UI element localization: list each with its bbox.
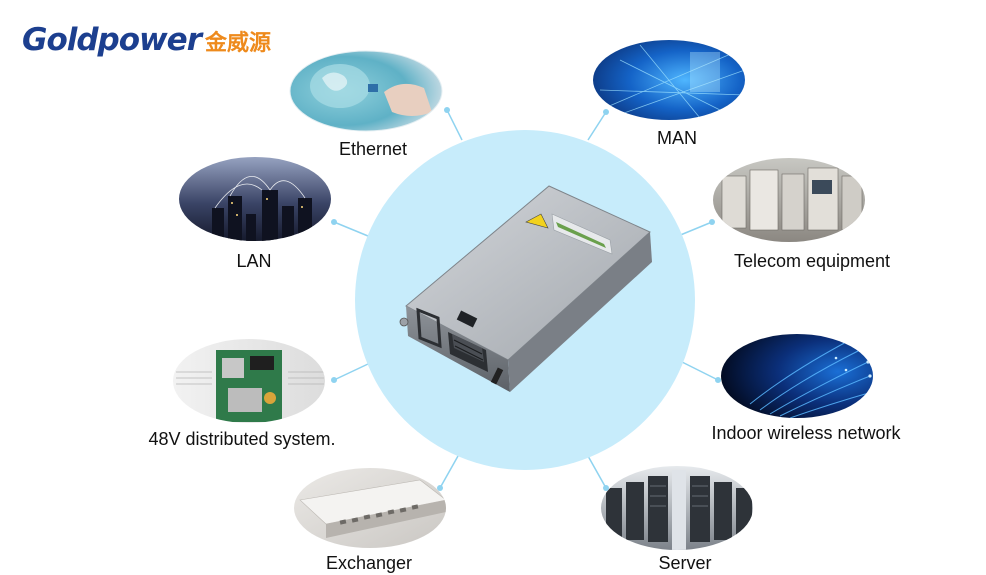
connector-server <box>587 455 607 489</box>
connector-telecom <box>677 221 713 237</box>
label-server: Server <box>658 553 712 573</box>
distributed-system-image <box>173 339 325 423</box>
exchanger-image <box>294 468 446 548</box>
connector-man <box>587 111 607 141</box>
man-image <box>593 40 745 120</box>
connector-lines <box>333 109 719 489</box>
server-image <box>601 466 753 550</box>
brand-name-en: Goldpower <box>22 22 202 58</box>
label-telecom-equipment: Telecom equipment <box>733 251 891 271</box>
connector-exchanger <box>439 455 459 489</box>
label-indoor-wireless-network: Indoor wireless network <box>711 423 901 443</box>
connector-wireless <box>681 361 719 381</box>
label-man: MAN <box>657 128 697 148</box>
lan-image <box>179 157 331 241</box>
power-supply-module-image <box>399 185 652 392</box>
wireless-network-image <box>721 334 873 418</box>
connector-distributed <box>333 363 369 381</box>
connector-ethernet <box>446 109 463 141</box>
label-48v-distributed-system: 48V distributed system. <box>148 429 336 449</box>
brand-name-cn: 金威源 <box>205 31 272 56</box>
telecom-image <box>713 158 865 242</box>
connector-dots <box>331 107 721 491</box>
label-ethernet: Ethernet <box>338 139 408 159</box>
label-lan: LAN <box>236 251 272 271</box>
label-exchanger: Exchanger <box>325 553 413 573</box>
connector-lan <box>333 221 369 237</box>
ethernet-image <box>290 51 442 131</box>
brand-logo: Goldpower 金威源 <box>22 22 271 62</box>
